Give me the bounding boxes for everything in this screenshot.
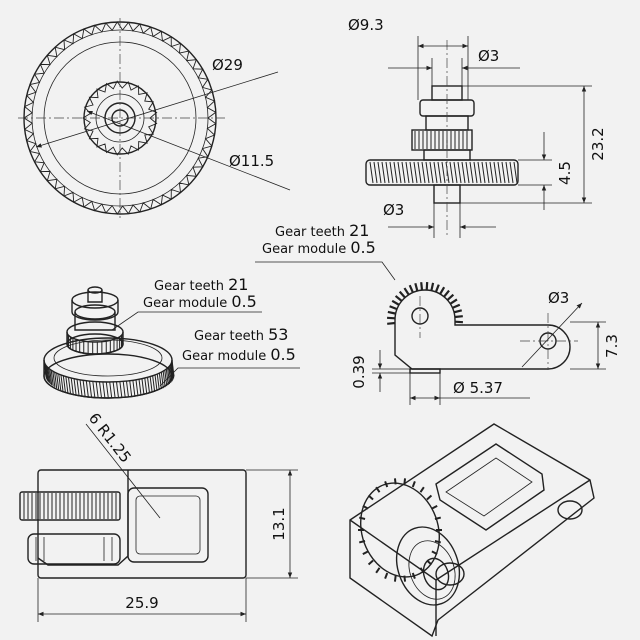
d29-leader: [35, 71, 279, 148]
dim-w5-37: Ø 5.37: [453, 379, 503, 397]
dim-d11-5: Ø11.5: [229, 152, 274, 170]
svg-text:Gear module 0.5: Gear module 0.5: [182, 345, 296, 364]
dim-d3-bottom: Ø3: [383, 201, 404, 219]
dim-radius: 6 R1.25: [85, 409, 135, 466]
dim-d9-3: Ø9.3: [348, 16, 384, 34]
arm-body: [394, 289, 571, 370]
svg-text:Gear module 0.5: Gear module 0.5: [262, 238, 376, 257]
small-gear-teeth: [82, 80, 158, 156]
dim-h7-3: 7.3: [603, 334, 621, 358]
pocket: [127, 487, 209, 563]
svg-text:Gear module 0.5: Gear module 0.5: [143, 292, 257, 311]
arm-side-view: Gear teeth 21 Gear module 0.5 Ø3 7.3 0.3…: [255, 221, 621, 405]
dim-d29: Ø29: [212, 56, 243, 74]
gear-top-view: [19, 491, 121, 521]
dim-h13-1: 13.1: [270, 507, 288, 540]
label-small-gear-b: Gear teeth 21 Gear module 0.5: [262, 221, 376, 257]
svg-text:Gear teeth 21: Gear teeth 21: [275, 221, 369, 240]
arm-3d-body: [349, 423, 595, 638]
shaft-tip-3d: [87, 286, 103, 294]
arm-3d-pocket: [435, 443, 545, 531]
pulley-top-view: [27, 533, 121, 565]
gear-3d-view: Gear teeth 21 Gear module 0.5 Gear teeth…: [43, 275, 300, 399]
arm-3d-pulley: [395, 526, 461, 606]
dim-h23-2: 23.2: [589, 127, 607, 160]
label-large-gear: Gear teeth 53 Gear module 0.5: [182, 325, 296, 364]
svg-text:Gear teeth 53: Gear teeth 53: [194, 325, 288, 344]
arm-3d-view: [349, 423, 595, 638]
label-small-gear-a: Gear teeth 21 Gear module 0.5: [143, 275, 257, 311]
dim-w25-9: 25.9: [125, 594, 158, 612]
gear-side-view: Ø9.3 Ø3 Ø3 23.2 4.5: [348, 16, 607, 238]
arm-tab: [409, 368, 441, 374]
gear-front-view: Ø29 Ø11.5: [18, 18, 291, 218]
d11-leader: [86, 110, 291, 191]
dim-h0-39: 0.39: [350, 355, 368, 388]
svg-text:Gear teeth 21: Gear teeth 21: [154, 275, 248, 294]
arm-top-view: 6 R1.25 13.1 25.9: [19, 409, 298, 622]
collar-3d: [71, 291, 119, 309]
dim-d3-top: Ø3: [478, 47, 499, 65]
dim-d3-arm: Ø3: [548, 289, 569, 307]
arm-outline: [37, 469, 247, 579]
arm-3d-gear: [359, 482, 441, 578]
arm-3d-hole: [557, 500, 583, 520]
dim-h4-5: 4.5: [556, 161, 574, 185]
